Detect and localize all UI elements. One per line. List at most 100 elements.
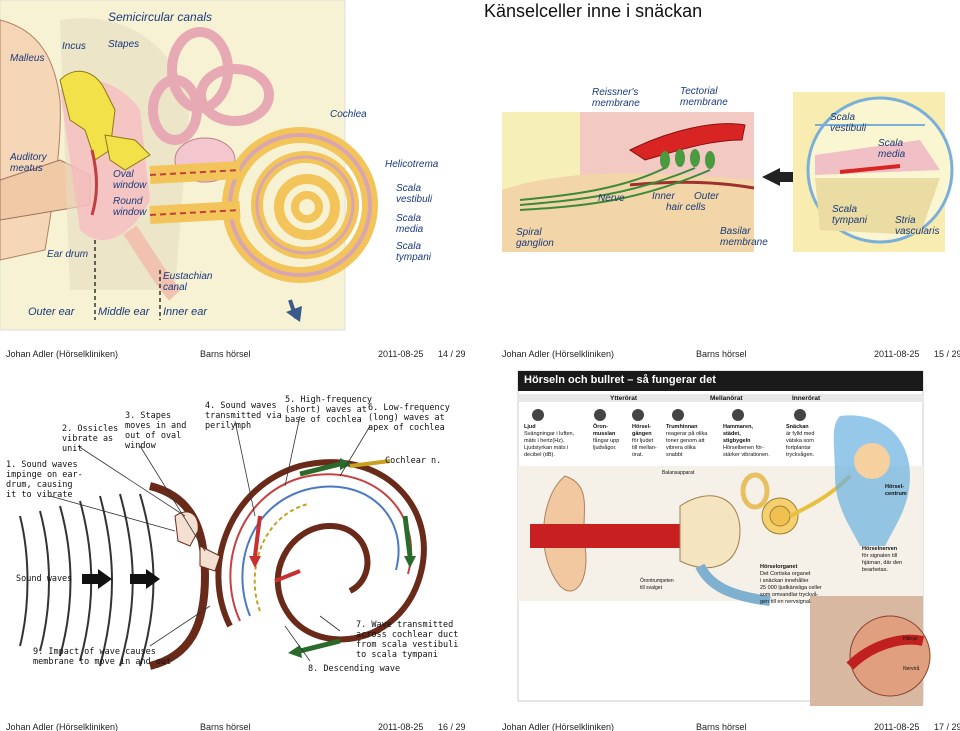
c3-head2: gången (632, 431, 652, 437)
header-mellanoret: Mellanörat (710, 395, 743, 402)
footer-author: Johan Adler (Hörselkliniken) (502, 722, 615, 731)
label-oval-window: window (113, 180, 147, 191)
label-spiral-ganglion: ganglion (516, 238, 554, 249)
step-9-line1: 9. Impact of wave causes (33, 647, 156, 657)
label-scala-media-2: media (878, 149, 906, 160)
c6-head: Snäckan (786, 424, 809, 430)
c3-a: för ljudet (632, 438, 654, 444)
label-tectorial-membrane: membrane (680, 97, 728, 108)
col-6: Snäckan är fylld med vätska som fortplan… (786, 424, 836, 459)
step-5-line1: 5. High-frequency (285, 395, 372, 405)
label-harceller: Hårcel (903, 636, 918, 642)
c6-a: är fylld med (786, 431, 815, 437)
footer-page: 17 / 29 (934, 722, 960, 731)
c7-a: Det Cortiska organet (760, 571, 811, 577)
label-scala-vestibuli-1: Scala (396, 183, 422, 194)
footer-course: Barns hörsel (696, 349, 747, 359)
step-7-line3: from scala vestibuli (356, 640, 459, 650)
footer-author: Johan Adler (Hörselkliniken) (502, 349, 615, 359)
footer-course: Barns hörsel (696, 722, 747, 731)
header-ytteroret: Ytterörat (610, 395, 638, 402)
c7-e: gen till en nervsignal. (760, 599, 812, 605)
footer-date: 2011-08-25 (874, 722, 920, 731)
footer-page: 14 / 29 (438, 349, 466, 359)
label-cochlear-n: Cochlear n. (385, 456, 442, 466)
step-2-line1: 2. Ossicles (62, 424, 119, 434)
step-1-line2: impinge on ear- (6, 470, 83, 480)
label-round: Round (113, 196, 143, 207)
label-hair-cells: hair cells (666, 202, 706, 213)
label-outer-ear: Outer ear (28, 306, 75, 318)
label-reissners: Reissner's (592, 87, 639, 98)
c7-b: i snäckan innehåller (760, 578, 809, 584)
label-helicotrema: Helicotrema (385, 159, 439, 170)
step-4-line1: 4. Sound waves (205, 401, 277, 411)
footer-date: 2011-08-25 (378, 349, 424, 359)
c2-b: ljudvågor. (593, 445, 617, 451)
slide-title: Känselceller inne i snäckan (484, 1, 703, 21)
sound-transmission-diagram (19, 415, 427, 670)
col-4: Trumhinnan reagerar på olika toner genom… (666, 424, 726, 459)
label-auditory: Auditory (10, 152, 47, 163)
step-4-line3: perilymph (205, 421, 252, 431)
step-6-line3: apex of cochlea (368, 423, 445, 433)
annotations: 1. Sound waves impinge on ear- drum, cau… (0, 366, 480, 731)
label-middle-ear: Middle ear (98, 306, 150, 318)
label-basilar: Basilar (720, 226, 751, 237)
c3-b: till mellan- (632, 445, 657, 451)
c5-head: Hammaren, (723, 424, 753, 430)
label-stria-vascularis: vascularis (895, 226, 940, 237)
c6-b: vätska som (786, 438, 814, 444)
label-ear-drum: Ear drum (47, 249, 89, 260)
c2-head: Öron- (593, 424, 608, 430)
label-orontrumpeten: Örontrumpeten (640, 578, 674, 584)
footer-course: Barns hörsel (200, 349, 251, 359)
step-8: 8. Descending wave (308, 664, 401, 674)
step-1-line4: it to vibrate (6, 490, 73, 500)
c4-d: snabbt (666, 452, 683, 458)
c3-head: Hörsel- (632, 424, 651, 430)
c2-a: fångar upp (593, 438, 620, 444)
label-scala-vestibuli-2: vestibuli (830, 123, 867, 134)
c4-a: reagerar på olika (666, 431, 708, 437)
label-scala-media-2: media (396, 224, 424, 235)
c4-b: toner genom att (666, 438, 705, 444)
label-round-window: window (113, 207, 147, 218)
c5-head2: städet, (723, 431, 741, 437)
hearing-poster (517, 370, 931, 706)
col-3: Hörsel- gången för ljudet till mellan- ö… (632, 424, 672, 459)
label-spiral: Spiral (516, 227, 542, 238)
step-5-line2: (short) waves at (285, 405, 367, 415)
c9-head2: centrum (885, 491, 907, 497)
c7-d: som omvandlar tryckvå- (760, 592, 819, 598)
label-scala-tympani-1: Scala (832, 204, 858, 215)
step-3-line2: moves in and (125, 421, 187, 431)
footer-author: Johan Adler (Hörselkliniken) (6, 349, 119, 359)
footer-date: 2011-08-25 (874, 349, 920, 359)
slide-15: Känselceller inne i snäckan (480, 0, 960, 365)
footer-course: Barns hörsel (200, 722, 251, 731)
label-oval: Oval (113, 169, 134, 180)
c2-head2: musslan (593, 431, 616, 437)
footer-author: Johan Adler (Hörselkliniken) (6, 722, 119, 731)
c5-a: Hörselbenen för- (723, 445, 764, 451)
step-4-line2: transmitted via (205, 411, 282, 421)
header-inneroret: Innerörat (792, 395, 821, 402)
label-tectorial: Tectorial (680, 86, 718, 97)
c5-b: stärker vibrationen. (723, 452, 770, 458)
label-malleus: Malleus (10, 53, 45, 64)
label-outer: Outer (694, 191, 720, 202)
label-scala-tympani-2: tympani (832, 215, 868, 226)
c8-a: för signalen till (862, 553, 898, 559)
col-1: Ljud Svängningar i luften, mäts i hertz(… (524, 424, 584, 459)
slide-16: 1. Sound waves impinge on ear- drum, cau… (0, 366, 480, 731)
step-9-line2: membrane to move in and out (33, 657, 172, 667)
label-scala-tympani-1: Scala (396, 241, 422, 252)
label-meatus: meatus (10, 163, 43, 174)
slide-17: Hörseln och bullret – så fungerar det Yt… (480, 366, 960, 731)
c1-b: mäts i hertz(Hz). (524, 438, 565, 444)
poster-text: Hörseln och bullret – så fungerar det Yt… (480, 366, 960, 731)
label-scala-vestibuli-1: Scala (830, 112, 856, 123)
c1-c: Ljudstyrkan mäts i (524, 445, 569, 451)
label-scala-tympani-2: tympani (396, 252, 432, 263)
